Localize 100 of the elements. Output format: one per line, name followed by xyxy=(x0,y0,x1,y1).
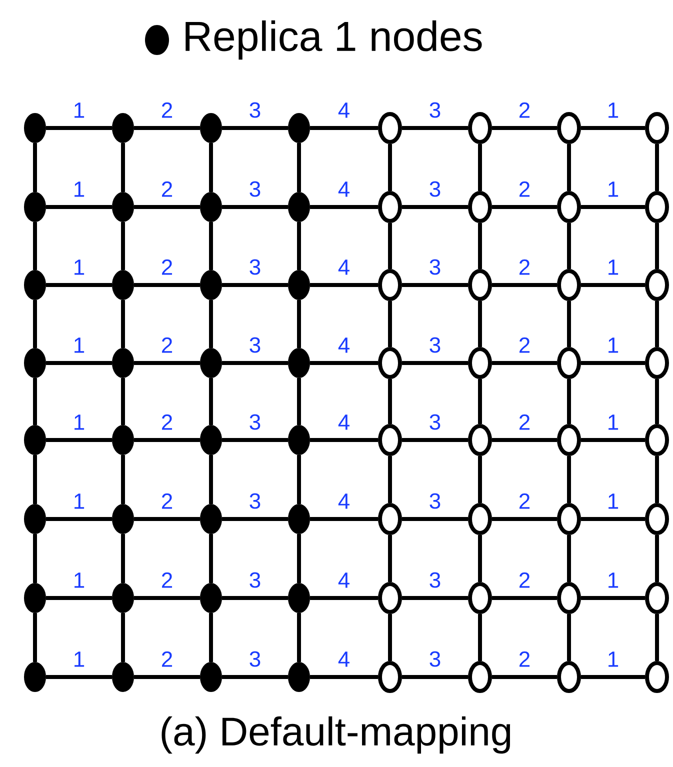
grid-line xyxy=(581,126,645,130)
edge-label: 3 xyxy=(428,258,442,276)
edge-label: 4 xyxy=(336,336,352,354)
filled-node xyxy=(288,425,310,455)
hollow-node xyxy=(557,269,581,301)
grid-line xyxy=(134,438,200,442)
edge-label: 3 xyxy=(248,101,262,119)
filled-node xyxy=(112,270,134,300)
filled-node xyxy=(288,348,310,378)
filled-node xyxy=(200,425,222,455)
grid-line xyxy=(388,223,392,269)
edge-label: 3 xyxy=(248,336,262,354)
grid-line xyxy=(33,300,37,348)
grid-line xyxy=(121,613,125,662)
grid-line xyxy=(581,596,645,600)
grid-line xyxy=(567,301,571,347)
filled-node xyxy=(288,662,310,692)
edge-label: 1 xyxy=(606,492,620,510)
grid-line xyxy=(388,144,392,191)
edge-label: 1 xyxy=(72,336,86,354)
edge-label: 2 xyxy=(160,492,174,510)
filled-node xyxy=(24,348,46,378)
grid-line xyxy=(478,301,482,347)
grid-line xyxy=(655,223,659,269)
grid-line xyxy=(402,361,468,365)
hollow-node xyxy=(557,191,581,223)
edge-label: 3 xyxy=(428,180,442,198)
edge-label: 1 xyxy=(72,572,86,589)
hollow-node xyxy=(557,503,581,535)
grid-line xyxy=(310,675,378,679)
grid-line xyxy=(388,301,392,347)
filled-node xyxy=(112,425,134,455)
grid-line xyxy=(222,596,288,600)
edge-label: 2 xyxy=(517,492,532,510)
grid-line xyxy=(209,378,213,425)
grid-line xyxy=(297,222,301,270)
hollow-node xyxy=(645,269,669,301)
grid-line xyxy=(402,596,468,600)
grid-line xyxy=(492,205,557,209)
grid-line xyxy=(209,613,213,662)
grid-line xyxy=(492,675,557,679)
grid-line xyxy=(581,361,645,365)
grid-line xyxy=(567,614,571,661)
grid-line xyxy=(209,455,213,504)
grid-line xyxy=(478,223,482,269)
grid-line xyxy=(121,143,125,192)
edge-label: 2 xyxy=(160,650,174,668)
filled-node xyxy=(112,348,134,378)
hollow-node xyxy=(468,191,492,223)
grid-line xyxy=(121,455,125,504)
hollow-node xyxy=(468,661,492,693)
filled-node xyxy=(112,662,134,692)
hollow-node xyxy=(557,424,581,456)
grid-line xyxy=(310,283,378,287)
filled-node xyxy=(112,583,134,613)
edge-label: 1 xyxy=(606,414,620,431)
filled-node xyxy=(200,113,222,143)
grid-line xyxy=(134,205,200,209)
edge-label: 1 xyxy=(606,650,620,668)
grid-line xyxy=(402,205,468,209)
grid-line xyxy=(567,144,571,191)
edge-label: 1 xyxy=(606,102,620,119)
hollow-node xyxy=(468,424,492,456)
filled-node xyxy=(24,270,46,300)
grid-line xyxy=(121,378,125,425)
hollow-node xyxy=(378,582,402,614)
filled-node xyxy=(24,192,46,222)
grid-line xyxy=(46,205,112,209)
grid-line xyxy=(134,596,200,600)
hollow-node xyxy=(645,503,669,535)
grid-line xyxy=(655,614,659,661)
edge-label: 2 xyxy=(517,180,532,198)
grid-line xyxy=(121,300,125,348)
hollow-node xyxy=(645,347,669,379)
edge-label: 2 xyxy=(517,101,532,119)
filled-node xyxy=(288,583,310,613)
grid-line xyxy=(134,675,200,679)
grid-line xyxy=(310,126,378,130)
grid-line xyxy=(310,596,378,600)
grid-line xyxy=(492,361,557,365)
filled-node xyxy=(200,662,222,692)
filled-node xyxy=(112,113,134,143)
edge-label: 1 xyxy=(72,258,86,276)
grid-line xyxy=(297,300,301,348)
grid-line xyxy=(655,379,659,424)
grid-line xyxy=(33,613,37,662)
edge-label: 3 xyxy=(248,571,262,589)
edge-label: 3 xyxy=(428,492,442,510)
filled-node xyxy=(200,504,222,534)
grid-line xyxy=(222,361,288,365)
hollow-node xyxy=(645,191,669,223)
grid-line xyxy=(581,205,645,209)
grid-line xyxy=(567,379,571,424)
grid-line xyxy=(46,517,112,521)
edge-label: 2 xyxy=(160,180,174,198)
grid-line xyxy=(655,456,659,503)
edge-label: 2 xyxy=(517,413,532,431)
grid-line xyxy=(297,613,301,662)
grid-line xyxy=(581,438,645,442)
edge-label: 4 xyxy=(336,650,352,668)
